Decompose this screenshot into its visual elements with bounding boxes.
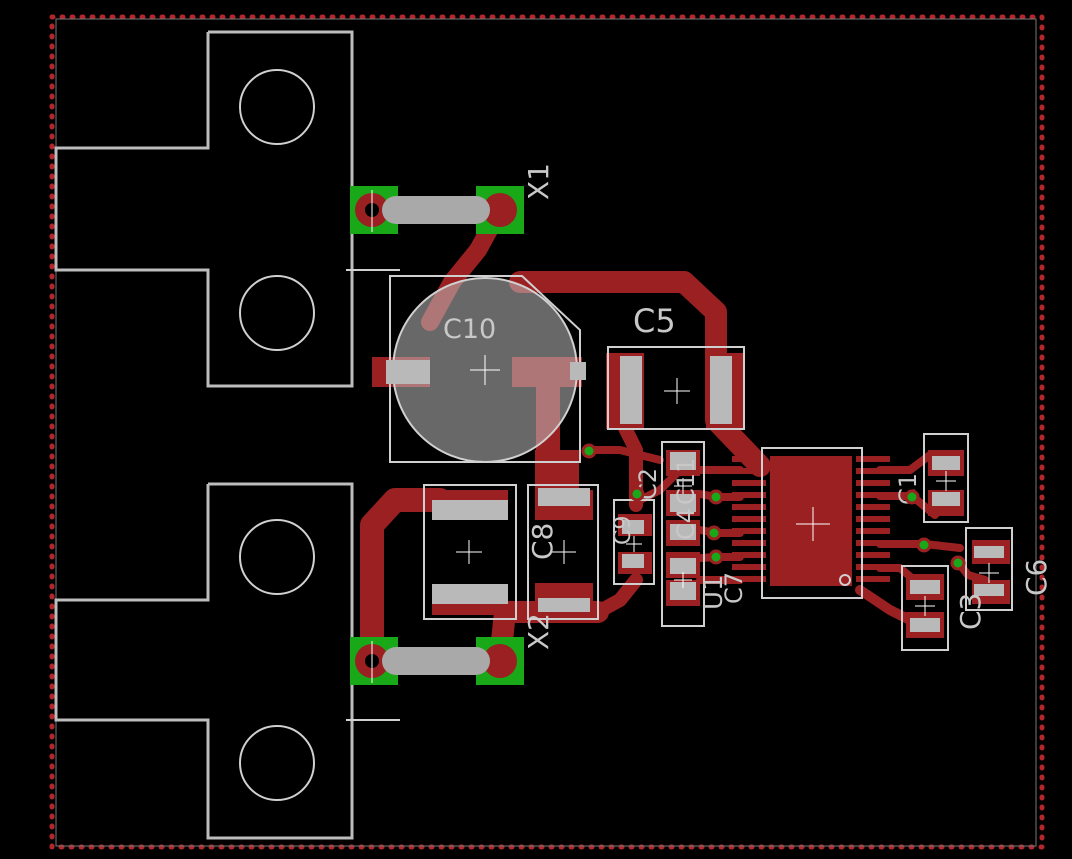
capacitor-c8[interactable]: C8 (423, 484, 559, 620)
capacitor-c5[interactable]: C5 (607, 302, 745, 430)
connector-x2[interactable]: X2 (54, 482, 555, 840)
c5-label: C5 (633, 302, 676, 340)
via (904, 489, 920, 505)
c4-label: C4 (672, 508, 700, 540)
capacitor-c9[interactable]: C9 (527, 484, 655, 620)
mount-hole-x1-bottom (239, 275, 315, 351)
via (708, 489, 724, 505)
mount-hole-x2-bottom (239, 725, 315, 801)
via (629, 486, 645, 502)
via (916, 537, 932, 553)
c8-label: C8 (526, 523, 559, 560)
capacitor-c7[interactable]: C7 (720, 572, 748, 604)
u1-right-pins (856, 456, 890, 582)
c7-label: C7 (720, 572, 748, 604)
ic-u1[interactable]: U1 (699, 447, 863, 610)
u1-label: U1 (699, 574, 729, 610)
via (708, 549, 724, 565)
connector-x1[interactable]: X1 (54, 30, 555, 388)
c10-label: C10 (443, 314, 496, 345)
c9-label: C9 (611, 516, 636, 545)
mount-hole-x1-top (239, 69, 315, 145)
capacitor-c3[interactable]: C3 (901, 565, 987, 651)
c6-label: C6 (1020, 559, 1053, 596)
capacitor-c4[interactable]: C4 (661, 441, 705, 627)
vias (581, 443, 966, 571)
via (581, 443, 597, 459)
via (950, 555, 966, 571)
via (706, 525, 722, 541)
mount-hole-x2-top (239, 519, 315, 595)
c11-label: C11 (672, 458, 700, 505)
board-inner-outline (55, 18, 1037, 847)
capacitor-c6[interactable]: C6 (965, 527, 1053, 611)
capacitor-c11[interactable]: C11 (672, 458, 700, 505)
capacitor-c10[interactable]: C10 (386, 275, 586, 463)
c3-label: C3 (954, 593, 987, 630)
x1-label: X1 (522, 163, 555, 200)
u1-left-pins (732, 456, 766, 582)
